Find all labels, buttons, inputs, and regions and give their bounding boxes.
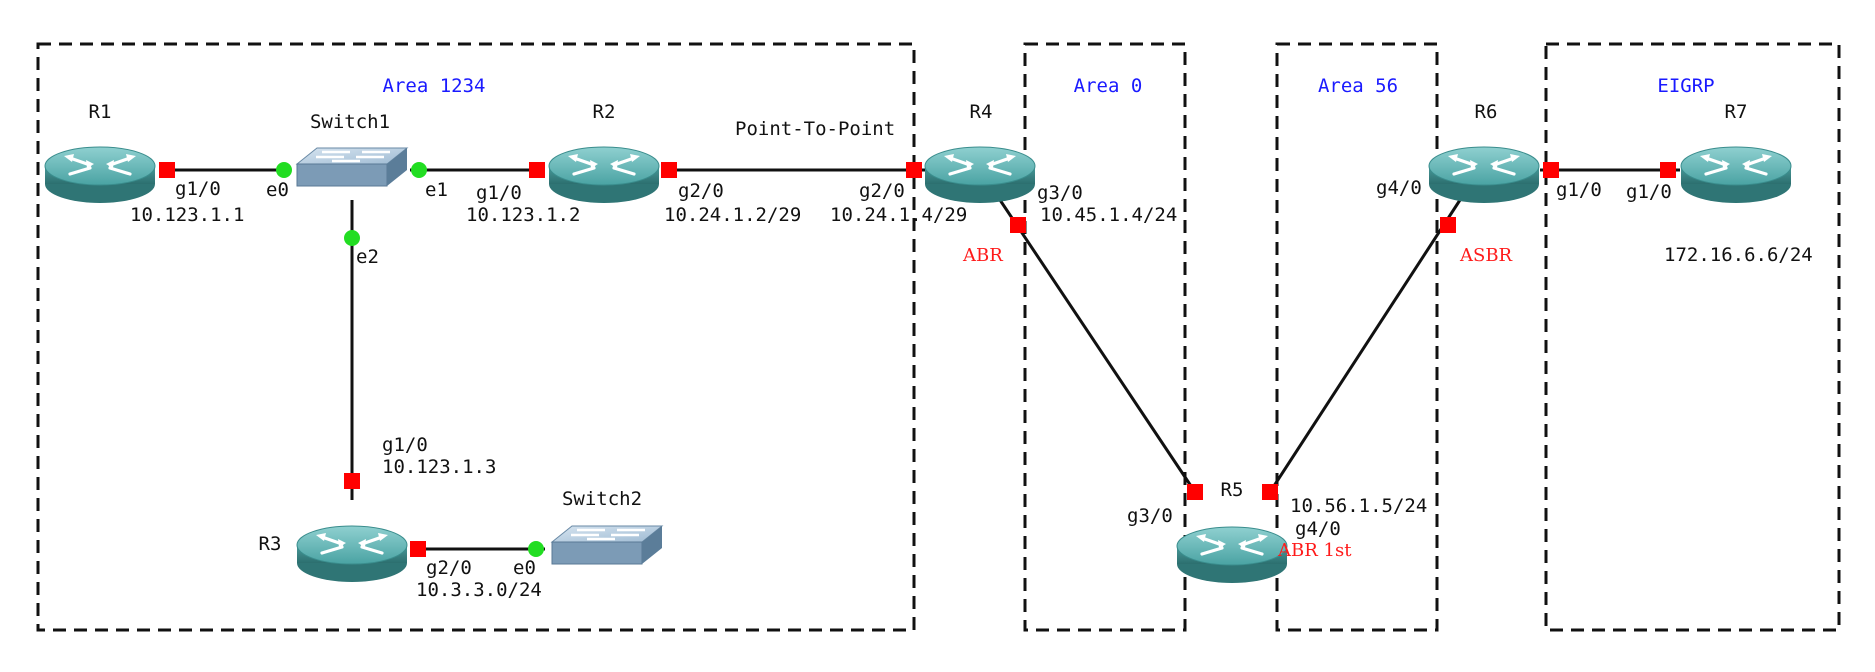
link-r5-r6 — [1268, 199, 1462, 493]
port-r5-g4[interactable] — [1262, 484, 1278, 500]
switch-ports — [276, 162, 544, 557]
switch-icon — [550, 524, 664, 566]
r7-ip-label: 172.16.6.6/24 — [1664, 244, 1813, 266]
area-56-label: Area 56 — [1318, 75, 1398, 97]
port-r6-g1[interactable] — [1543, 162, 1559, 178]
r2-ip1-label: 10.123.1.2 — [466, 204, 580, 226]
switch-icon — [295, 146, 409, 188]
r2-ip2-label: 10.24.1.2/29 — [664, 204, 801, 226]
port-switch2-e0[interactable] — [528, 541, 544, 557]
router-icon — [43, 145, 157, 205]
router-r6-name: R6 — [1475, 101, 1498, 123]
port-r6-g4[interactable] — [1440, 217, 1456, 233]
point-to-point-label: Point-To-Point — [735, 118, 895, 140]
router-r5-name: R5 — [1221, 479, 1244, 501]
router-icon — [923, 145, 1037, 205]
router-r7[interactable]: R7 — [1679, 101, 1793, 205]
r7-g1-label: g1/0 — [1626, 181, 1672, 203]
router-r3-name: R3 — [259, 533, 282, 555]
router-r7-name: R7 — [1725, 101, 1748, 123]
r2-g1-label: g1/0 — [476, 182, 522, 204]
router-ports — [159, 162, 1676, 557]
port-r5-g3[interactable] — [1187, 484, 1203, 500]
area-0-label: Area 0 — [1074, 75, 1143, 97]
r3-g2-label: g2/0 — [426, 557, 472, 579]
r6-role-label: ASBR — [1459, 245, 1513, 266]
router-r4[interactable]: R4 — [923, 101, 1037, 205]
switch1-name: Switch1 — [310, 111, 390, 133]
switch-switch1[interactable]: Switch1 — [295, 111, 409, 188]
r4-ip2-label: 10.24.1.4/29 — [830, 204, 967, 226]
port-r1-g1[interactable] — [159, 162, 175, 178]
zone-area-0 — [1023, 42, 1187, 632]
port-r2-g2[interactable] — [661, 162, 677, 178]
router-r6[interactable]: R6 — [1427, 101, 1541, 205]
port-r2-g1[interactable] — [529, 162, 545, 178]
r5-role-label: ABR 1st — [1277, 540, 1352, 561]
links — [160, 168, 1680, 551]
r4-role-label: ABR — [962, 245, 1003, 266]
port-r7-g1[interactable] — [1660, 162, 1676, 178]
r5-g3-label: g3/0 — [1127, 505, 1173, 527]
r3-ip1-label: 10.123.1.3 — [382, 456, 496, 478]
router-r4-name: R4 — [970, 101, 993, 123]
port-switch1-e0[interactable] — [276, 162, 292, 178]
role-labels: ABR ABR 1st ASBR — [962, 245, 1513, 561]
interface-labels: g1/0 10.123.1.1 e0 e1 e2 g1/0 10.123.1.2… — [130, 118, 1813, 601]
port-r4-g2[interactable] — [906, 162, 922, 178]
port-switch1-e1[interactable] — [411, 162, 427, 178]
router-icon — [295, 524, 409, 584]
port-r4-g3[interactable] — [1010, 217, 1026, 233]
router-icon — [1175, 525, 1289, 585]
router-r1-name: R1 — [89, 101, 112, 123]
switch-switch2[interactable]: Switch2 — [550, 488, 664, 566]
router-r2-name: R2 — [593, 101, 616, 123]
link-r4-r5 — [998, 199, 1197, 493]
router-r1[interactable]: R1 — [43, 101, 157, 205]
area-labels: Area 1234 Area 0 Area 56 EIGRP — [383, 75, 1715, 97]
port-r3-g2[interactable] — [410, 541, 426, 557]
r1-g1-label: g1/0 — [175, 178, 221, 200]
r5-g4-label: g4/0 — [1295, 518, 1341, 540]
r3-net-label: 10.3.3.0/24 — [416, 579, 542, 601]
sw1-e0-label: e0 — [266, 179, 289, 201]
switch2-name: Switch2 — [562, 488, 642, 510]
router-r2[interactable]: R2 — [547, 101, 661, 205]
zone-area-1234 — [36, 42, 916, 632]
r1-ip-label: 10.123.1.1 — [130, 204, 244, 226]
r5-ip-label: 10.56.1.5/24 — [1290, 495, 1427, 517]
r6-g1-label: g1/0 — [1556, 179, 1602, 201]
eigrp-label: EIGRP — [1657, 75, 1714, 97]
area-zones — [36, 42, 1841, 632]
r4-g3-label: g3/0 — [1037, 182, 1083, 204]
sw1-e2-label: e2 — [356, 246, 379, 268]
router-icon — [547, 145, 661, 205]
router-r5[interactable]: R5 — [1175, 479, 1289, 585]
r6-g4-label: g4/0 — [1376, 177, 1422, 199]
router-icon — [1679, 145, 1793, 205]
port-switch1-e2[interactable] — [344, 230, 360, 246]
router-icon — [1427, 145, 1541, 205]
router-r3[interactable]: R3 — [259, 524, 409, 584]
r2-g2-label: g2/0 — [678, 180, 724, 202]
port-r3-g1[interactable] — [344, 473, 360, 489]
r4-ip3-label: 10.45.1.4/24 — [1040, 204, 1177, 226]
zone-area-56 — [1275, 42, 1439, 632]
sw2-e0-label: e0 — [513, 557, 536, 579]
area-1234-label: Area 1234 — [383, 75, 486, 97]
sw1-e1-label: e1 — [425, 179, 448, 201]
r3-g1-label: g1/0 — [382, 434, 428, 456]
r4-g2-label: g2/0 — [859, 180, 905, 202]
zone-eigrp — [1544, 42, 1841, 632]
